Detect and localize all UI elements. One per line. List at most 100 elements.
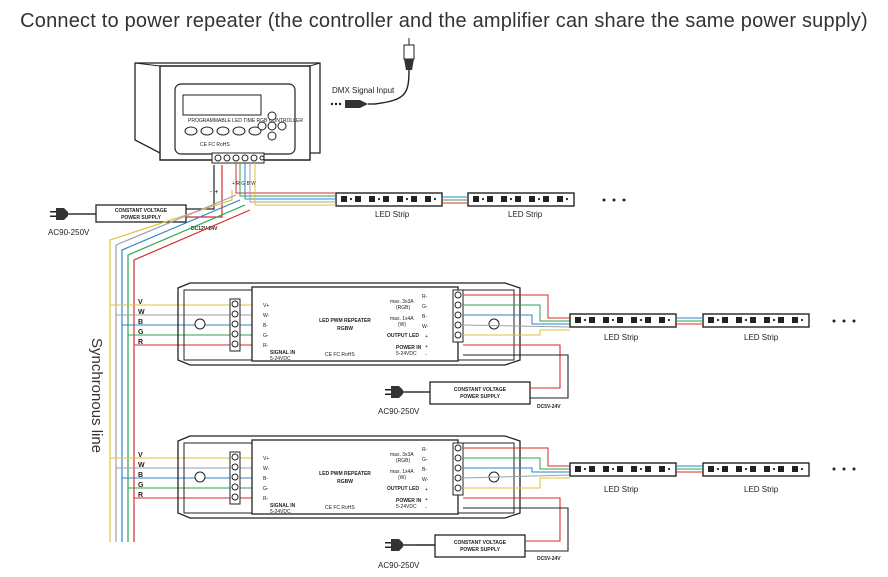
letter-v-1: V [138, 299, 143, 306]
repeater-2-name: LED PWM REPEATER [319, 471, 371, 477]
controller-output-terminals: + R G B W [232, 181, 256, 187]
ac-label-r1: AC90-250V [378, 407, 420, 416]
letter-w-2: W [138, 462, 145, 469]
dc-label-r1: DC5V-24V [537, 404, 561, 410]
wire-letters-1: V W B G R [138, 299, 145, 346]
power-supply-r2: CONSTANT VOLTAGE POWER SUPPLY [384, 497, 569, 558]
continuation-dots-r1 [832, 319, 856, 323]
synchronous-line-label: Synchronous line [88, 338, 105, 453]
repeater-1-out-4: W- [422, 324, 429, 330]
repeater-1-output-wires [462, 294, 571, 336]
repeater-2-max-rgb: max. 3x3A [390, 452, 414, 458]
repeater-2-pwr-minus: - [425, 505, 427, 511]
repeater-2-in-2: W- [263, 466, 270, 472]
repeater-2-max-w: max. 1x4A [390, 469, 414, 475]
psu-r2-line1: CONSTANT VOLTAGE [454, 540, 507, 546]
controller-certs: CE FC RoHS [200, 142, 230, 148]
letter-b-2: B [138, 472, 143, 479]
repeater-2-in-5: R- [263, 496, 269, 502]
repeater-1-out-5: + [425, 334, 428, 340]
dmx-controller: PROGRAMMABLE LED TIME RGB CONTROLLER CE … [134, 62, 321, 196]
controller-panel-label: PROGRAMMABLE LED TIME RGB CONTROLLER [188, 118, 303, 124]
repeater-2-out-1: R- [422, 447, 428, 453]
letter-b-1: B [138, 319, 143, 326]
power-supply-top: CONSTANT VOLTAGE POWER SUPPLY [49, 165, 223, 223]
psu-top-line1: CONSTANT VOLTAGE [115, 208, 168, 214]
letter-r-2: R [138, 492, 143, 499]
psu-r2-line2: POWER SUPPLY [460, 547, 500, 553]
repeater-1-certs: CE FC RoHS [325, 352, 355, 358]
dmx-signal-label: DMX Signal Input [332, 86, 395, 95]
letter-r-1: R [138, 339, 143, 346]
repeater-2-out-4: W- [422, 477, 429, 483]
repeater-1-max-w: max. 1x4A [390, 316, 414, 322]
repeater-2-signal-in-volts: 5-24VDC [270, 509, 291, 515]
led-strip-label-r1-1: LED Strip [604, 333, 639, 342]
repeater-1-signal-in: SIGNAL IN [270, 350, 296, 356]
repeater-2-in-1: V+ [263, 456, 269, 462]
repeater-2-model: RGBW [337, 479, 353, 485]
wire-letters-2: V W B G R [138, 452, 145, 499]
strip-joint-r1 [676, 317, 703, 325]
repeater-2-in-4: G- [263, 486, 269, 492]
repeater-1-max-rgb: max. 3x3A [390, 299, 414, 305]
repeater-1-name: LED PWM REPEATER [319, 318, 371, 324]
psu-r1-line2: POWER SUPPLY [460, 394, 500, 400]
repeater-1-model: RGBW [337, 326, 353, 332]
repeater-2-pwr-plus: + [425, 497, 428, 503]
led-strip-label-r1-2: LED Strip [744, 333, 779, 342]
repeater-2-out-3: B- [422, 467, 427, 473]
repeater-1-in-3: B- [263, 323, 268, 329]
led-strip-top-2 [467, 192, 575, 207]
dmx-input-connector [330, 38, 415, 108]
repeater-2-in-3: B- [263, 476, 268, 482]
repeater-1-power-in-volts: 5-24VDC [396, 351, 417, 357]
repeater-2-certs: CE FC RoHS [325, 505, 355, 511]
repeater-1-pwr-minus: - [425, 352, 427, 358]
repeater-2-max-rgb-unit: (RGB) [396, 458, 411, 464]
repeater-1-max-rgb-unit: (RGB) [396, 305, 411, 311]
repeater-2: V+ W- B- G- R- SIGNAL IN 5-24VDC LED PWM… [110, 435, 571, 519]
repeater-2-output-label: OUTPUT LED [387, 486, 419, 492]
repeater-2-out-2: G- [422, 457, 428, 463]
strip-joint-top [442, 196, 468, 204]
repeater-1-in-4: G- [263, 333, 269, 339]
dc-label-r2: DC5V-24V [537, 556, 561, 562]
ac-label-r2: AC90-250V [378, 561, 420, 570]
repeater-2-max-w-unit: (W) [398, 475, 406, 481]
controller-output-wires [235, 163, 336, 206]
repeater-2-power-in-volts: 5-24VDC [396, 504, 417, 510]
power-supply-r1: CONSTANT VOLTAGE POWER SUPPLY [384, 344, 569, 405]
led-strip-label-r2-1: LED Strip [604, 485, 639, 494]
led-strip-r1-1 [569, 313, 677, 328]
continuation-dots-top [602, 198, 626, 202]
psu-top-line2: POWER SUPPLY [121, 215, 161, 221]
repeater-1-out-2: G- [422, 304, 428, 310]
synchronous-trunk-wires [109, 190, 251, 542]
led-strip-r2-2 [702, 462, 810, 477]
letter-v-2: V [138, 452, 143, 459]
repeater-1-pwr-plus: + [425, 344, 428, 350]
letter-g-1: G [138, 329, 144, 336]
led-strip-label-r2-2: LED Strip [744, 485, 779, 494]
psu-r1-line1: CONSTANT VOLTAGE [454, 387, 507, 393]
controller-buttons [184, 111, 287, 141]
led-strip-label-top-1: LED Strip [375, 210, 410, 219]
ac-label-top: AC90-250V [48, 228, 90, 237]
repeater-1-in-1: V+ [263, 303, 269, 309]
continuation-dots-r2 [832, 467, 856, 471]
repeater-2-signal-in: SIGNAL IN [270, 503, 296, 509]
repeater-1-in-5: R- [263, 343, 269, 349]
led-strip-r1-2 [702, 313, 810, 328]
repeater-1-signal-in-volts: 5-24VDC [270, 356, 291, 362]
repeater-1-out-1: R- [422, 294, 428, 300]
letter-w-1: W [138, 309, 145, 316]
diagram-title: Connect to power repeater (the controlle… [20, 10, 868, 32]
repeater-1-max-w-unit: (W) [398, 322, 406, 328]
repeater-1-in-2: W- [263, 313, 270, 319]
led-strip-top-1 [335, 192, 443, 207]
repeater-1-output-label: OUTPUT LED [387, 333, 419, 339]
led-strip-label-top-2: LED Strip [508, 210, 543, 219]
